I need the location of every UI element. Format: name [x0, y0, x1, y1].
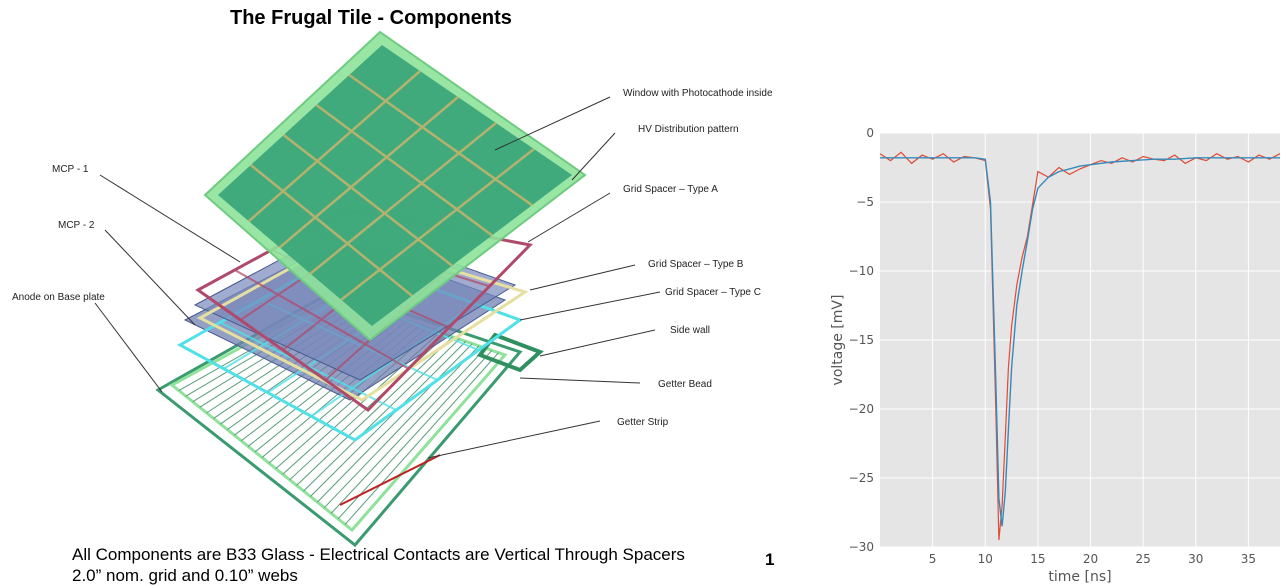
- x-tick-label: 25: [1136, 552, 1151, 566]
- y-axis-label: voltage [mV]: [830, 295, 846, 386]
- y-tick-label: −20: [849, 402, 874, 416]
- label-window: Window with Photocathode inside: [623, 88, 773, 99]
- label-mcp-2: MCP - 2: [58, 220, 95, 231]
- label-grid-spacer-b: Grid Spacer – Type B: [648, 259, 744, 270]
- label-getter-strip: Getter Strip: [617, 417, 669, 428]
- y-tick-label: −25: [849, 471, 874, 485]
- plot-grid: [880, 132, 1280, 548]
- series-line-2: [880, 157, 1280, 527]
- label-grid-spacer-c: Grid Spacer – Type C: [665, 287, 761, 298]
- voltage-time-chart: 5 10 15 20 25 30 35 0 −5 −10 −15 −20 −25 −30 time [ns…: [830, 126, 1281, 585]
- label-hv-distribution: HV Distribution pattern: [638, 124, 739, 135]
- label-side-wall: Side wall: [670, 325, 710, 336]
- leader-lines: [94, 96, 661, 459]
- footer-number: 1: [765, 550, 774, 569]
- x-tick-label: 5: [929, 552, 937, 566]
- label-getter-bead: Getter Bead: [658, 379, 712, 390]
- diagram-title: The Frugal Tile - Components: [230, 7, 512, 29]
- y-tick-label: −15: [849, 333, 874, 347]
- x-tick-label: 20: [1083, 552, 1098, 566]
- x-tick-label: 10: [978, 552, 993, 566]
- plot-ticks: 5 10 15 20 25 30 35 0 −5 −10 −15 −20 −25 −30: [849, 126, 1256, 566]
- y-tick-label: −10: [849, 264, 874, 278]
- x-axis-label: time [ns]: [1048, 569, 1111, 585]
- side-wall: [476, 332, 544, 373]
- window-photocathode: [203, 30, 587, 342]
- x-tick-label: 30: [1188, 552, 1203, 566]
- y-tick-label: −30: [849, 540, 874, 554]
- plot-series: [879, 151, 1281, 541]
- x-tick-label: 35: [1241, 552, 1256, 566]
- label-grid-spacer-a: Grid Spacer – Type A: [623, 184, 718, 195]
- label-mcp-1: MCP - 1: [52, 164, 89, 175]
- y-tick-label: 0: [866, 126, 874, 140]
- getter-strip: [339, 454, 441, 506]
- footer-line-2: 2.0” nom. grid and 0.10” webs: [72, 566, 298, 585]
- frugal-tile-diagram: The Frugal Tile - Components: [12, 7, 774, 585]
- y-tick-label: −5: [856, 195, 874, 209]
- label-anode: Anode on Base plate: [12, 292, 105, 303]
- footer-line-1: All Components are B33 Glass - Electrica…: [72, 545, 685, 564]
- x-tick-label: 15: [1030, 552, 1045, 566]
